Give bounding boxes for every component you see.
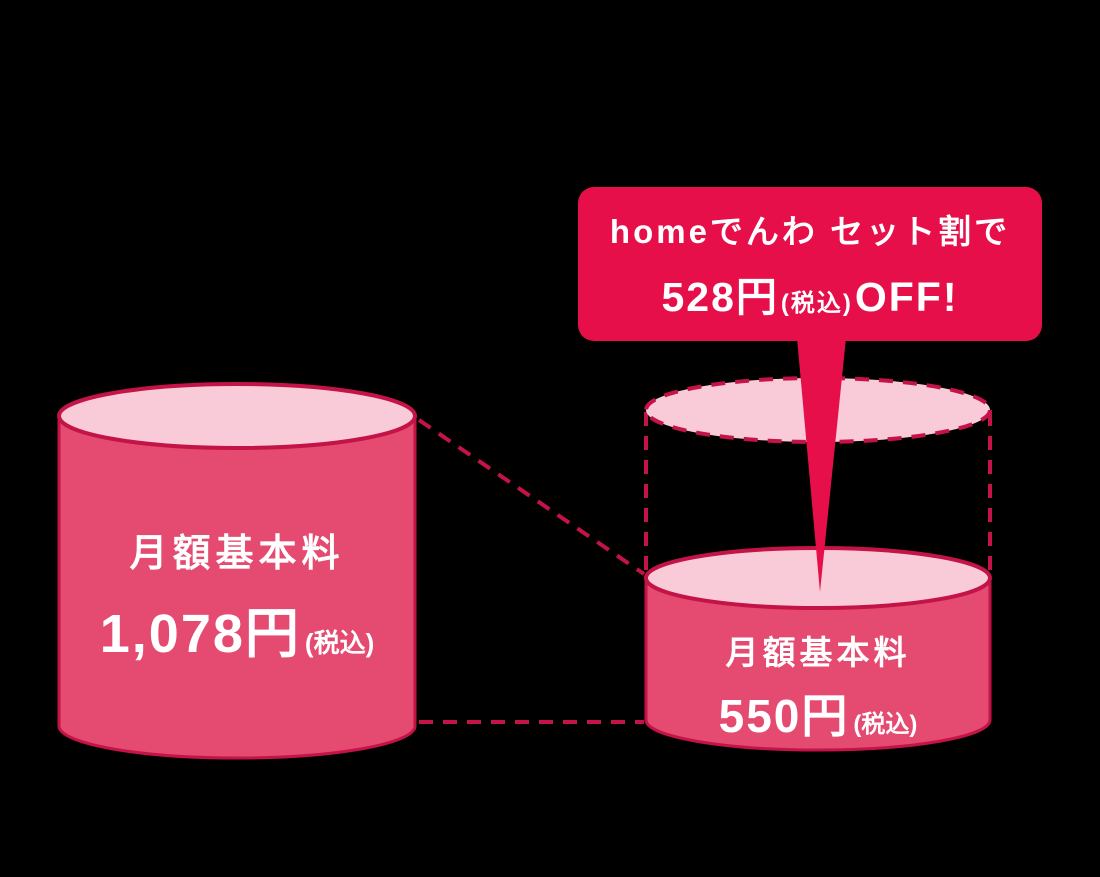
after-price-text: 月額基本料 550円 (税込) <box>646 626 990 746</box>
after-cylinder-body <box>644 576 992 752</box>
before-tax-note: (税込) <box>304 628 375 658</box>
callout-suffix: OFF! <box>854 274 959 320</box>
before-cylinder-body <box>57 414 417 760</box>
after-amount-row: 550円 (税込) <box>646 680 990 746</box>
callout-tax-note: (税込) <box>780 290 853 317</box>
before-cylinder-top <box>57 382 417 450</box>
before-price-text: 月額基本料 1,078円 (税込) <box>59 522 415 668</box>
callout-pointer <box>797 338 846 592</box>
before-amount: 1,078円 <box>99 604 301 664</box>
discount-callout: homeでんわ セット割で 528円 (税込) OFF! <box>578 187 1042 341</box>
callout-line2: 528円 (税込) OFF! <box>661 263 958 323</box>
after-label: 月額基本料 <box>725 634 911 671</box>
after-cylinder <box>644 546 992 752</box>
after-tax-note: (税込) <box>853 711 918 738</box>
before-amount-row: 1,078円 (税込) <box>59 589 415 668</box>
callout-amount: 528円 <box>661 274 779 320</box>
top-connector-line <box>417 418 646 576</box>
before-cylinder <box>57 382 417 760</box>
before-label: 月額基本料 <box>129 533 345 575</box>
after-amount: 550円 <box>718 690 850 742</box>
callout-line1: homeでんわ セット割で <box>609 213 1011 250</box>
